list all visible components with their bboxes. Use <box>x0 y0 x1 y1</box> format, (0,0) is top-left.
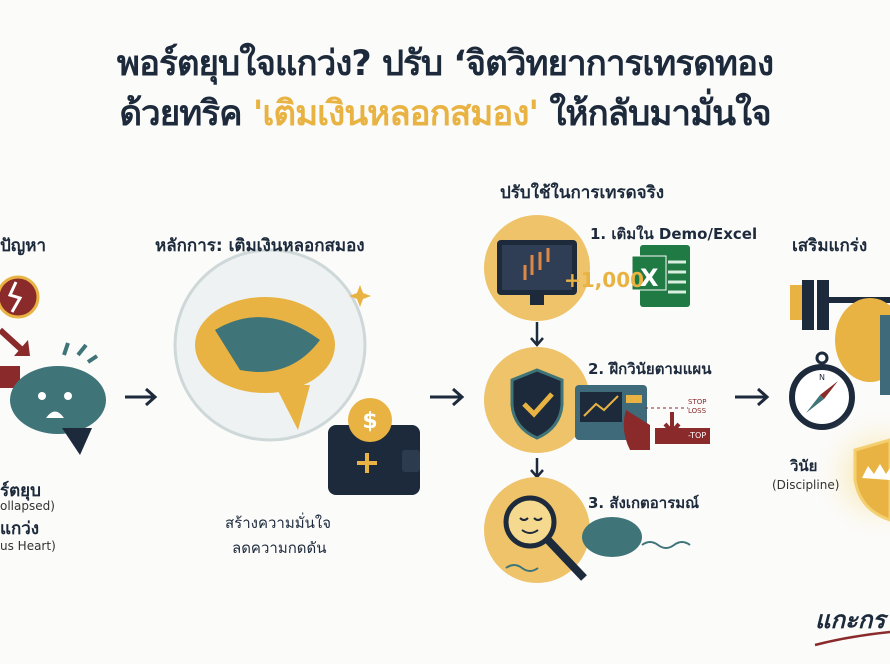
problem-label1-en: ollapsed) <box>0 499 55 513</box>
hand-pointer-icon <box>623 410 650 450</box>
title-highlight: 'เติมเงินหลอกสมอง' <box>252 94 539 134</box>
problem-label2: แกว่ง <box>0 519 40 539</box>
monitor-chart-icon <box>497 240 577 305</box>
stop-loss-label: STOP LOSS <box>688 398 707 415</box>
calm-brain-icon <box>582 517 642 557</box>
strengthen-heading: เสริมแกร่ง <box>792 236 868 256</box>
step1-amount: +1,000 <box>564 268 645 292</box>
shield-check-icon <box>510 368 564 440</box>
signature-underline <box>814 630 890 647</box>
broken-heart-icon <box>0 275 40 319</box>
step1-label: 1. เติมใน Demo/Excel <box>590 225 758 243</box>
arrow-icon <box>735 387 770 407</box>
chart-block-icon <box>0 366 20 388</box>
stop-loss-bar <box>655 428 710 444</box>
magnifier-face-icon <box>503 495 587 581</box>
compass-icon: N <box>789 351 855 430</box>
title-line1: พอร์ตยุบใจแกว่ง? ปรับ ‘จิตวิทยาการเทรดทอ… <box>116 44 774 84</box>
down-arrow-icon <box>0 327 25 353</box>
sparkle-icon <box>349 285 371 307</box>
problem-label2-en: us Heart) <box>0 539 56 553</box>
arrow-icon <box>125 387 158 407</box>
wallet-icon: $ <box>328 398 420 495</box>
arrow-icon <box>430 387 465 407</box>
problem-label1: ร์ตยุบ <box>0 481 41 501</box>
problem-heading: ปัญหา <box>0 236 47 256</box>
step2-label: 2. ฝึกวินัยตามแผน <box>588 360 712 378</box>
discipline-en: (Discipline) <box>772 478 840 492</box>
excel-badge: X <box>640 264 659 292</box>
title-line2: ด้วยทริค 'เติมเงินหลอกสมอง' ให้กลับมามั่… <box>119 94 771 134</box>
benefit-confidence: สร้างความมั่นใจ <box>225 514 331 532</box>
discipline-label: วินัย <box>790 457 818 475</box>
practice-heading: ปรับใช้ในการเทรดจริง <box>500 183 665 203</box>
stop-bar-text: -TOP <box>688 431 707 440</box>
compass-letter: N <box>819 373 825 382</box>
excel-icon <box>631 245 690 307</box>
wave-icon <box>641 541 691 549</box>
principle-heading: หลักการ: เติมเงินหลอกสมอง <box>155 236 365 256</box>
brain-bubble-icon <box>173 248 367 442</box>
signature: แกะกร <box>815 606 886 634</box>
crown-shield-icon <box>853 438 890 522</box>
barbell-brain-icon <box>790 280 890 395</box>
stressed-brain-icon <box>10 342 106 455</box>
svg-text:$: $ <box>362 409 377 434</box>
benefit-less-pressure: ลดความกดดัน <box>232 539 327 557</box>
step3-label: 3. สังเกตอารมณ์ <box>588 494 700 512</box>
